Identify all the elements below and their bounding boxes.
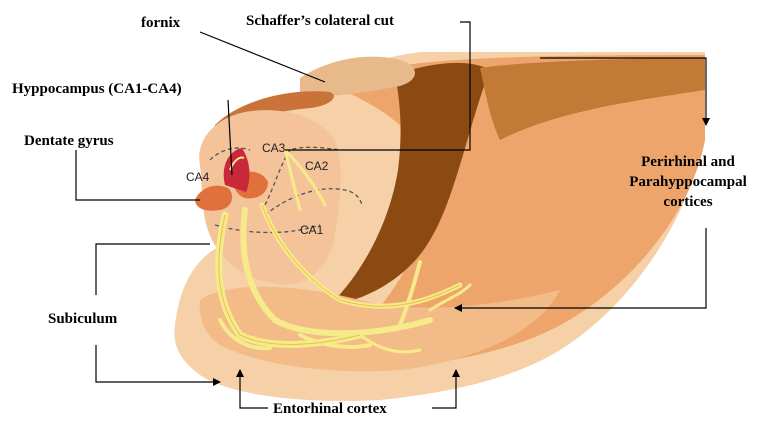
region-ca2: CA2 [305, 159, 329, 173]
label-perirhinal-1: Perirhinal and [608, 153, 768, 171]
dentate-pointer [76, 150, 200, 200]
region-ca3: CA3 [262, 141, 286, 155]
region-ca1: CA1 [300, 223, 324, 237]
fornix-pointer [200, 32, 325, 82]
region-ca4: CA4 [186, 170, 210, 184]
label-perirhinal-3: cortices [608, 193, 768, 211]
label-perirhinal-2: Parahyppocampal [608, 173, 768, 191]
label-hippocampus: Hyppocampus (CA1-CA4) [12, 80, 182, 98]
label-schaffer: Schaffer’s colateral cut [246, 12, 394, 30]
label-fornix: fornix [141, 14, 180, 32]
label-subiculum: Subiculum [48, 310, 117, 328]
label-entorhinal: Entorhinal cortex [273, 400, 387, 418]
label-dentate: Dentate gyrus [24, 132, 114, 150]
